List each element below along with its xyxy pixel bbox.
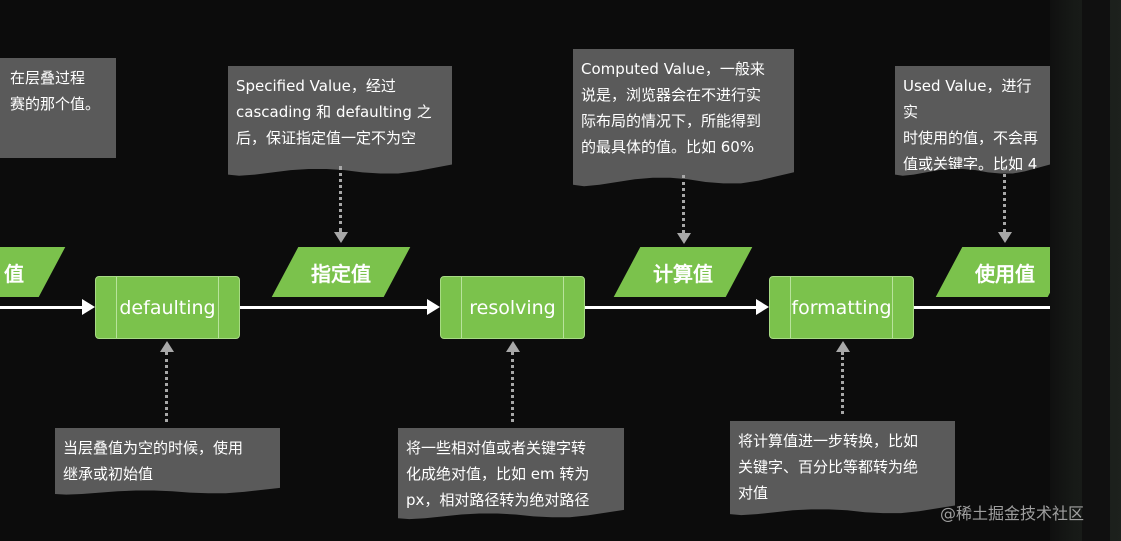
value-computed-label: 计算值 — [653, 261, 713, 286]
connector-specified — [339, 166, 342, 232]
value-specified-label: 指定值 — [311, 261, 371, 286]
note-computed-value: Computed Value，一般来 说是，浏览器会在不进行实 际布局的情况下，… — [573, 49, 794, 187]
note-formatting: 将计算值进一步转换，比如 关键字、百分比等都转为绝 对值 — [730, 421, 955, 516]
process-formatting-right-bar — [892, 277, 893, 338]
flow-line-4 — [914, 306, 1050, 309]
connector-computed — [682, 175, 685, 233]
note-specified-value: Specified Value，经过 cascading 和 defaultin… — [228, 66, 452, 176]
process-formatting-left-bar — [790, 277, 791, 338]
process-defaulting: defaulting — [95, 276, 240, 339]
process-resolving-label: resolving — [469, 296, 556, 319]
note-resolving: 将一些相对值或者关键字转 化成绝对值，比如 em 转为 px，相对路径转为绝对路… — [398, 428, 624, 520]
flow-line-1 — [0, 306, 82, 309]
process-formatting-label: formatting — [791, 296, 892, 319]
value-used: 使用值 — [935, 247, 1050, 297]
flow-arrow-3 — [756, 299, 769, 315]
process-defaulting-right-bar — [218, 277, 219, 338]
process-resolving-right-bar — [563, 277, 564, 338]
note-cascaded-value: 在层叠过程 赛的那个值。 — [0, 58, 116, 158]
arrow-resolving — [506, 341, 520, 352]
arrow-used — [998, 232, 1012, 243]
value-specified: 指定值 — [271, 247, 411, 297]
value-cascaded: 值 — [0, 247, 66, 297]
arrow-formatting — [836, 341, 850, 352]
process-defaulting-label: defaulting — [119, 296, 216, 319]
process-resolving: resolving — [440, 276, 585, 339]
connector-used — [1003, 167, 1006, 232]
connector-resolving — [511, 352, 514, 422]
connector-defaulting — [165, 352, 168, 422]
flow-arrow-2 — [427, 299, 440, 315]
process-defaulting-left-bar — [116, 277, 117, 338]
flow-arrow-1 — [82, 299, 95, 315]
value-computed: 计算值 — [613, 247, 753, 297]
note-defaulting: 当层叠值为空的时候，使用 继承或初始值 — [55, 428, 280, 495]
flow-line-2 — [240, 306, 427, 309]
process-resolving-left-bar — [461, 277, 462, 338]
watermark: @稀土掘金技术社区 — [940, 504, 1085, 523]
flow-line-3 — [585, 306, 756, 309]
value-used-label: 使用值 — [975, 261, 1035, 286]
arrow-computed — [677, 233, 691, 244]
connector-formatting — [841, 352, 844, 414]
arrow-specified — [334, 232, 348, 243]
value-cascaded-label: 值 — [4, 261, 24, 286]
right-strip — [1082, 0, 1110, 541]
process-formatting: formatting — [769, 276, 914, 339]
note-used-value: Used Value，进行实 时使用的值，不会再 值或关键字。比如 4 — [895, 66, 1050, 176]
arrow-defaulting — [160, 341, 174, 352]
diagram-canvas: 在层叠过程 赛的那个值。 Specified Value，经过 cascadin… — [0, 0, 1050, 541]
